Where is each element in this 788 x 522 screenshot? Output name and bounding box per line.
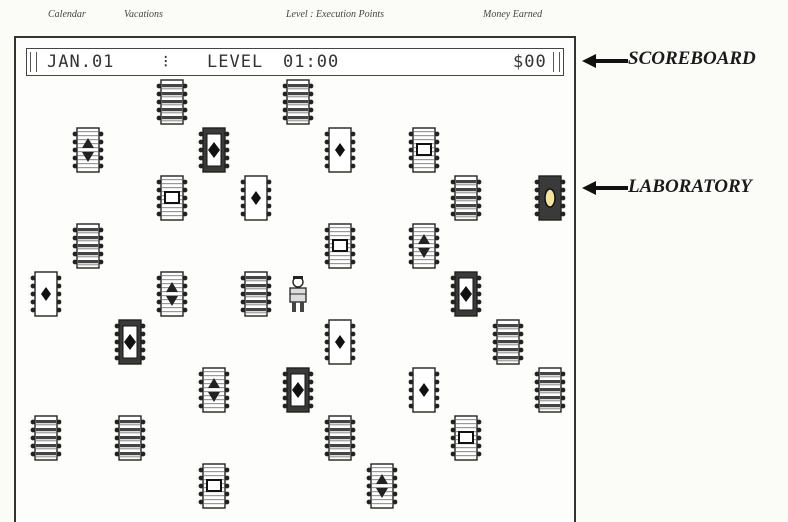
laboratory-grid[interactable] <box>16 38 574 522</box>
money-earned-label: Money Earned <box>483 9 543 20</box>
calendar-label: Calendar <box>48 9 86 20</box>
chip-lines[interactable] <box>492 319 524 365</box>
chip-lines[interactable] <box>450 175 482 221</box>
chip-diamond[interactable] <box>324 127 356 173</box>
chip-square[interactable] <box>156 175 188 221</box>
chip-triangle[interactable] <box>408 223 440 269</box>
calendar-value: JAN.01 <box>47 52 115 72</box>
scoreboard-callout: SCOREBOARD <box>628 48 756 69</box>
chip-triangle[interactable] <box>366 463 398 509</box>
chip-lines[interactable] <box>156 79 188 125</box>
chip-lines[interactable] <box>30 415 62 461</box>
chip-lines[interactable] <box>534 367 566 413</box>
chip-triangle[interactable] <box>156 271 188 317</box>
chip-diamond[interactable] <box>324 319 356 365</box>
game-screen[interactable]: JAN.01 ⁝ LEVEL 01:00 $00 <box>14 36 576 522</box>
chip-lines[interactable] <box>324 415 356 461</box>
laboratory-arrow-icon <box>582 181 628 195</box>
chip-lines[interactable] <box>114 415 146 461</box>
chip-oval-dark[interactable] <box>534 175 566 221</box>
level-label: LEVEL <box>207 52 264 72</box>
money-value: $00 <box>513 52 547 72</box>
chip-lines[interactable] <box>240 271 272 317</box>
chip-diamond-dark[interactable] <box>198 127 230 173</box>
scoreboard: JAN.01 ⁝ LEVEL 01:00 $00 <box>26 48 564 76</box>
chip-square[interactable] <box>324 223 356 269</box>
scoreboard-left-edge <box>30 52 37 72</box>
vacations-label: Vacations <box>124 9 163 20</box>
chip-lines[interactable] <box>282 79 314 125</box>
chip-triangle[interactable] <box>198 367 230 413</box>
chip-diamond-dark[interactable] <box>450 271 482 317</box>
scoreboard-arrow-icon <box>582 54 628 68</box>
chip-diamond[interactable] <box>30 271 62 317</box>
execution-points-value: 01:00 <box>283 52 340 72</box>
chip-lines[interactable] <box>72 223 104 269</box>
level-points-label: Level : Execution Points <box>286 9 385 20</box>
player-scientist-icon[interactable] <box>289 276 307 312</box>
vacations-value: ⁝ <box>163 52 170 72</box>
laboratory-callout: LABORATORY <box>628 176 752 197</box>
chip-diamond-dark[interactable] <box>282 367 314 413</box>
scoreboard-right-edge <box>553 52 560 72</box>
chip-square[interactable] <box>450 415 482 461</box>
chip-diamond[interactable] <box>408 367 440 413</box>
chip-diamond[interactable] <box>240 175 272 221</box>
chip-triangle[interactable] <box>72 127 104 173</box>
chip-square[interactable] <box>408 127 440 173</box>
chip-diamond-dark[interactable] <box>114 319 146 365</box>
chip-square[interactable] <box>198 463 230 509</box>
